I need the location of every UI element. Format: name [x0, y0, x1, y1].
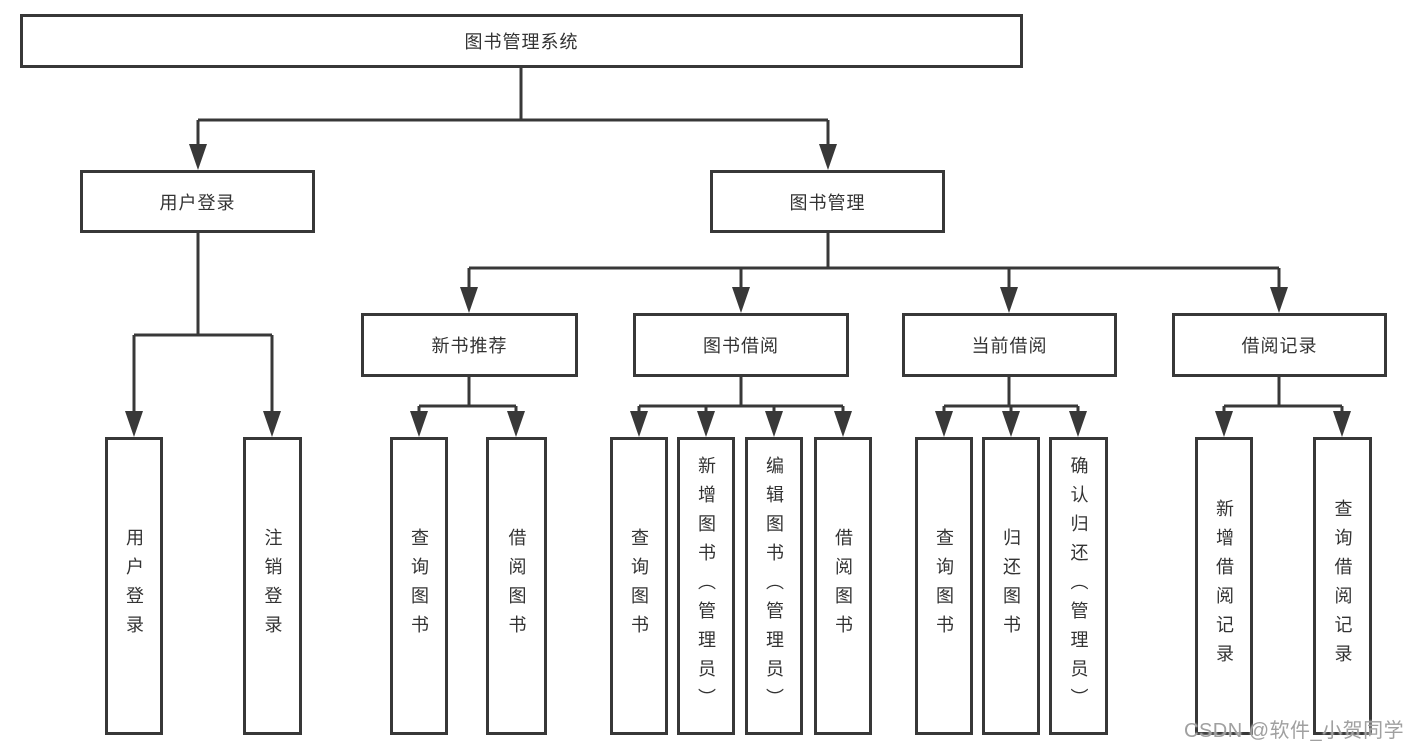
leaf-logout: 注销登录: [243, 437, 302, 735]
leaf-query-book-borrow: 查询图书: [610, 437, 668, 735]
node-new-book-recommend-label: 新书推荐: [431, 336, 508, 356]
node-user-login-label: 用户登录: [159, 192, 236, 213]
leaf-query-book-recommend-label: 查询图书: [409, 528, 429, 644]
node-borrow-records: 借阅记录: [1172, 313, 1387, 377]
node-borrow-records-label: 借阅记录: [1241, 336, 1318, 356]
leaf-add-borrow-record-label: 新增借阅记录: [1214, 499, 1234, 673]
leaf-query-book-borrow-label: 查询图书: [629, 528, 649, 644]
leaf-add-book-admin: 新增图书（管理员）: [677, 437, 735, 735]
leaf-user-login: 用户登录: [105, 437, 163, 735]
leaf-query-book-current-label: 查询图书: [934, 528, 954, 644]
leaf-borrow-book-recommend: 借阅图书: [486, 437, 547, 735]
leaf-query-borrow-record: 查询借阅记录: [1313, 437, 1372, 735]
node-book-borrow: 图书借阅: [633, 313, 849, 377]
leaf-edit-book-admin: 编辑图书（管理员）: [745, 437, 803, 735]
leaf-logout-label: 注销登录: [262, 528, 283, 644]
leaf-add-borrow-record: 新增借阅记录: [1195, 437, 1253, 735]
leaf-return-book-label: 归还图书: [1001, 528, 1021, 644]
leaf-confirm-return-admin: 确认归还（管理员）: [1049, 437, 1108, 735]
leaf-query-book-recommend: 查询图书: [390, 437, 448, 735]
leaf-confirm-return-admin-label: 确认归还（管理员）: [1068, 455, 1089, 717]
leaf-query-borrow-record-label: 查询借阅记录: [1332, 499, 1353, 673]
node-book-management-label: 图书管理: [789, 192, 866, 213]
node-new-book-recommend: 新书推荐: [361, 313, 578, 377]
leaf-borrow-book-recommend-label: 借阅图书: [506, 528, 527, 644]
node-user-login: 用户登录: [80, 170, 315, 233]
leaf-edit-book-admin-label: 编辑图书（管理员）: [764, 455, 784, 717]
leaf-user-login-label: 用户登录: [124, 528, 144, 644]
node-current-borrow: 当前借阅: [902, 313, 1117, 377]
node-book-borrow-label: 图书借阅: [703, 336, 779, 356]
arrowheads: [125, 144, 1351, 437]
node-book-management: 图书管理: [710, 170, 945, 233]
node-current-borrow-label: 当前借阅: [971, 336, 1048, 356]
leaf-add-book-admin-label: 新增图书（管理员）: [696, 455, 716, 717]
csdn-watermark: CSDN @软件_小贺同学: [1184, 720, 1405, 742]
node-root-label: 图书管理系统: [464, 32, 579, 52]
leaf-borrow-book-label: 借阅图书: [833, 528, 853, 644]
leaf-return-book: 归还图书: [982, 437, 1040, 735]
leaf-query-book-current: 查询图书: [915, 437, 973, 735]
leaf-borrow-book: 借阅图书: [814, 437, 872, 735]
node-root: 图书管理系统: [20, 14, 1023, 68]
